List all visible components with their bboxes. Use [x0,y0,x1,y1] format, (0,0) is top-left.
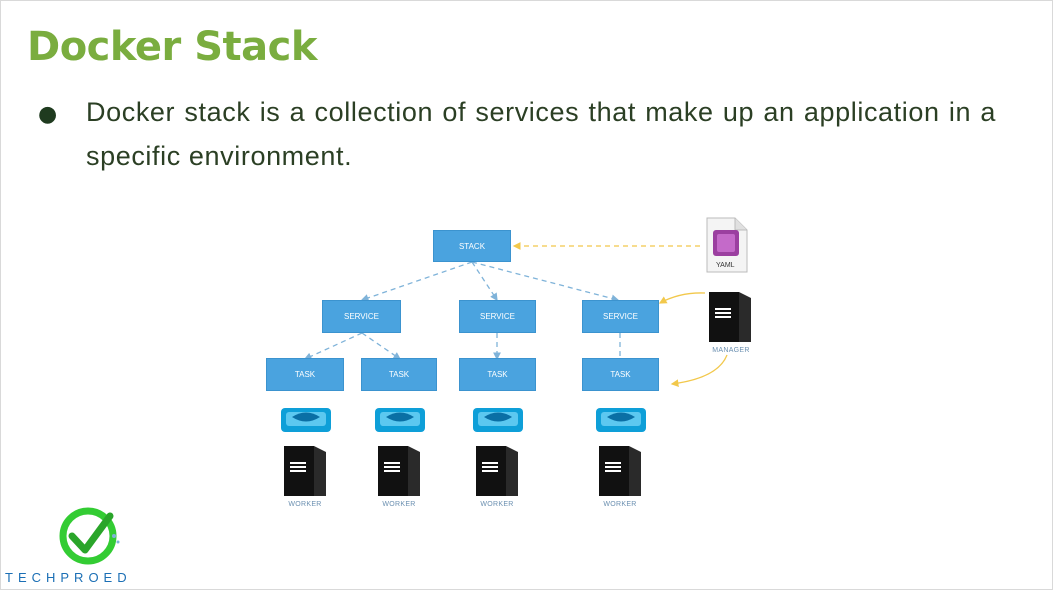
container-icon [596,408,646,432]
task-node-1: TASK [266,358,344,391]
service-node-2: SERVICE [459,300,536,333]
container-icon [473,408,523,432]
worker-server-icon [284,446,326,496]
stack-to-service-3-arrow [471,261,620,303]
service-1-to-task-2-arrow [361,332,402,360]
stack-node: STACK [433,230,511,262]
worker-column-4 [593,404,649,516]
stack-to-service-1-arrow [360,261,473,302]
task-node-3: TASK [459,358,536,391]
yaml-file-icon [706,217,748,273]
worker-label-3: WORKER [480,501,514,508]
container-icon [281,408,331,432]
worker-label-4: WORKER [603,501,637,508]
worker-label-1: WORKER [288,501,322,508]
bullet-text: Docker stack is a collection of services… [86,97,996,171]
service-node-1: SERVICE [322,300,401,333]
techproed-logo-icon [59,507,120,565]
worker-column-1 [278,404,334,516]
brand-name: TECHPROED [5,570,132,585]
worker-column-2 [372,404,428,516]
worker-column-3 [470,404,526,516]
slide-title: Docker Stack [27,24,317,70]
service-node-3: SERVICE [582,300,659,333]
task-node-4: TASK [582,358,659,391]
worker-label-2: WORKER [382,501,416,508]
yaml-label: YAML [716,262,735,269]
container-icon [375,408,425,432]
service-1-to-task-1-arrow [303,332,363,360]
bullet-marker: ● [38,102,58,127]
stack-to-service-2-arrow [471,261,498,302]
worker-server-icon [378,446,420,496]
manager-to-service-arrow [658,292,706,304]
task-node-2: TASK [361,358,437,391]
worker-server-icon [599,446,641,496]
manager-server-icon [709,292,751,342]
manager-label: MANAGER [712,347,750,354]
worker-server-icon [476,446,518,496]
manager-to-task-arrow [670,354,728,388]
